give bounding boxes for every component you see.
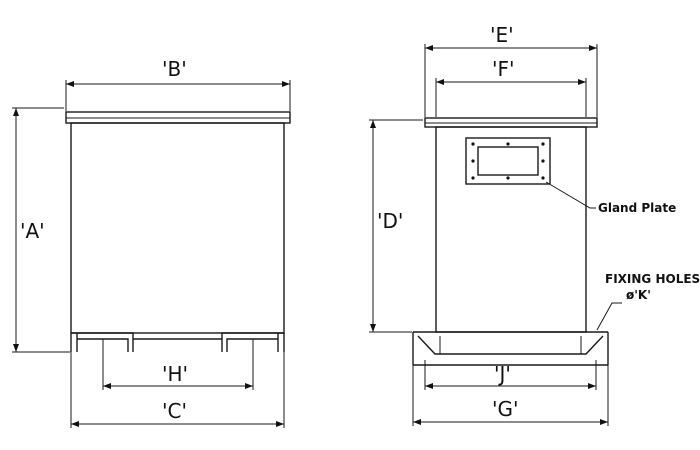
side-base-channel: [417, 335, 604, 355]
dim-g-label: 'G': [492, 397, 519, 421]
dim-a-arrow-top: [13, 108, 19, 116]
dim-j-arrow-right: [588, 383, 596, 389]
dim-f-label: 'F': [492, 57, 515, 81]
dim-f-arrow-right: [578, 79, 586, 85]
fixing-holes-size: ø'K': [626, 288, 651, 302]
dim-c-arrow-left: [71, 421, 79, 427]
dim-c-label: 'C': [162, 399, 187, 423]
dim-b-label: 'B': [162, 57, 187, 81]
dim-d-arrow-bottom: [370, 324, 376, 332]
dim-a-arrow-bottom: [13, 344, 19, 352]
gland-plate-leader: [545, 181, 596, 209]
dim-h-arrow-left: [103, 383, 111, 389]
dim-d-arrow-top: [370, 120, 376, 128]
side-view: Gland Plate FIXING HOLES ø'K' 'D' 'E': [369, 23, 700, 426]
gland-plate-outer: [465, 137, 551, 185]
front-view: 'A' 'B' 'H' 'C': [12, 57, 291, 428]
front-body: [70, 122, 285, 334]
gland-plate-bolt: [506, 142, 510, 146]
dim-b-arrow-right: [282, 81, 290, 87]
side-base: [412, 331, 609, 366]
gland-plate-bolt: [541, 176, 545, 180]
dim-g-arrow-left: [413, 419, 421, 425]
gland-plate-bolt: [541, 142, 545, 146]
side-body: [435, 126, 587, 333]
gland-plate-bolt: [471, 142, 475, 146]
dim-e-arrow-right: [589, 45, 597, 51]
dim-c-arrow-right: [276, 421, 284, 427]
dim-f-arrow-left: [436, 79, 444, 85]
gland-plate-bolt: [506, 176, 510, 180]
dim-j-arrow-left: [425, 383, 433, 389]
fixing-holes-leader: [596, 302, 622, 331]
front-base-left-foot: [70, 332, 134, 352]
fixing-holes-label: FIXING HOLES: [605, 272, 700, 286]
front-base-right-foot: [221, 332, 285, 352]
dim-a-label: 'A': [20, 219, 45, 243]
dim-h-label: 'H': [162, 362, 188, 386]
gland-plate-label: Gland Plate: [598, 201, 676, 215]
dim-b-arrow-left: [66, 81, 74, 87]
dim-j-label: 'J': [494, 362, 511, 386]
dim-h-arrow-right: [245, 383, 253, 389]
gland-plate-bolt: [541, 159, 545, 163]
dim-d-label: 'D': [377, 209, 403, 233]
dim-g-arrow-right: [600, 419, 608, 425]
gland-plate: [465, 137, 551, 185]
dim-e-arrow-left: [425, 45, 433, 51]
dim-e-label: 'E': [490, 23, 514, 47]
gland-plate-cutout: [477, 146, 539, 176]
gland-plate-bolt: [471, 176, 475, 180]
gland-plate-bolt: [471, 159, 475, 163]
